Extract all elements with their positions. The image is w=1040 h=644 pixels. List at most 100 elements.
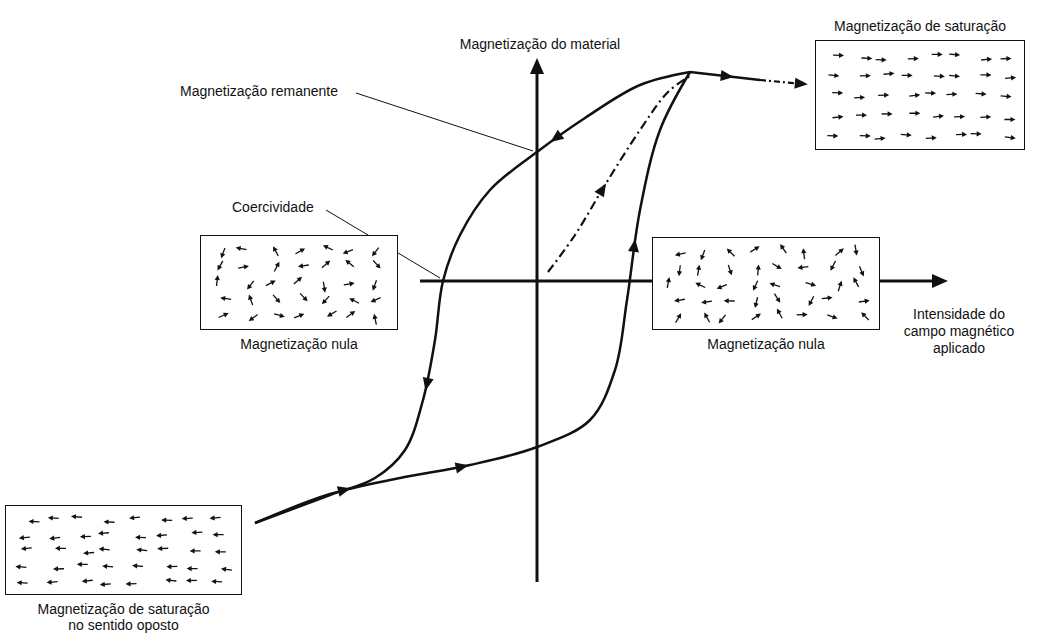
domain-arrow-head (860, 95, 865, 100)
domain-arrow-head (370, 251, 377, 258)
domain-arrow-head (806, 300, 813, 307)
domain-arrow-head (83, 550, 88, 556)
domain-arrow-head (369, 298, 376, 305)
domain-arrow-head (98, 546, 104, 552)
domain-arrow (215, 549, 226, 554)
domain-arrow-head (275, 260, 282, 267)
domain-arrow (372, 313, 379, 325)
domain-arrow (902, 73, 913, 78)
domain-arrow-head (676, 271, 682, 277)
domain-arrow (265, 278, 277, 288)
domain-arrow (132, 563, 143, 569)
domain-arrow (71, 514, 82, 520)
curve-arrowhead (595, 181, 611, 198)
domain-arrow (238, 263, 250, 270)
domain-arrow-head (166, 564, 171, 569)
domain-arrow (165, 577, 177, 583)
domain-arrow (246, 294, 255, 306)
domain-arrow-head (1010, 117, 1015, 122)
domain-arrow-head (322, 287, 328, 293)
domain-arrow (292, 275, 304, 286)
domain-arrow-head (776, 264, 783, 271)
domain-arrow-head (125, 581, 130, 586)
domain-arrow (883, 71, 894, 77)
domain-arrow (1005, 134, 1017, 141)
domain-arrow (769, 281, 781, 289)
domain-frame (652, 237, 880, 330)
domain-arrow-head (15, 564, 20, 570)
domain-arrow-head (676, 312, 683, 319)
domain-arrow-head (853, 250, 859, 256)
domain-arrow (103, 519, 114, 525)
domain-arrow (946, 91, 957, 97)
domain-arrow-head (955, 73, 960, 79)
domain-arrow (971, 131, 982, 137)
domain-arrow (908, 56, 919, 62)
domain-arrow-head (132, 563, 137, 569)
domain-arrow-head (322, 243, 329, 250)
domain-arrow-head (223, 311, 230, 318)
domain-arrow (125, 581, 136, 587)
domain-arrow (876, 57, 887, 63)
domain-arrow (182, 516, 193, 522)
domain-arrow (247, 312, 259, 323)
domain-arrow (16, 580, 27, 586)
domain-arrow (53, 566, 64, 572)
domain-arrow-head (960, 114, 965, 119)
domain-arrow-head (213, 532, 218, 537)
domain-arrow (191, 530, 202, 536)
domain-box: Magnetização de saturação no sentido opo… (5, 505, 242, 633)
domain-arrow (235, 245, 247, 252)
domain-arrow (701, 299, 713, 306)
domain-arrow (751, 280, 760, 292)
domain-box: Magnetização nula (652, 237, 880, 352)
domain-arrow-head (247, 316, 254, 323)
domain-arrow (293, 311, 305, 320)
domain-arrow-head (754, 244, 761, 251)
domain-arrow-head (1006, 94, 1011, 100)
domain-arrow (755, 264, 761, 275)
domain-arrow (298, 292, 309, 304)
domain-arrow (854, 95, 865, 101)
domain-arrow (826, 312, 838, 321)
domain-arrow (832, 90, 843, 96)
domain-arrow (859, 310, 870, 322)
domain-arrow (1004, 117, 1015, 122)
domain-arrow (28, 519, 39, 525)
domain-arrow-head (775, 307, 782, 314)
domain-arrow-head (220, 295, 226, 301)
domain-arrow (674, 297, 686, 304)
domain-arrow (749, 244, 761, 254)
domain-pattern (6, 506, 243, 596)
domain-arrow-head (221, 566, 227, 572)
domain-arrow-head (801, 248, 807, 254)
domain-arrow-head (696, 264, 702, 270)
domain-arrow-head (778, 243, 785, 250)
domain-arrow-head (279, 313, 285, 319)
domain-arrow (836, 280, 844, 292)
domain-pattern (653, 238, 881, 331)
domain-arrow-head (725, 247, 732, 254)
domain-arrow-head (21, 546, 27, 552)
domain-arrow-head (190, 548, 195, 553)
domain-arrow (320, 294, 331, 306)
domain-arrow (695, 264, 702, 276)
domain-arrow-head (245, 284, 252, 291)
domain-arrow-head (211, 579, 216, 584)
domain-arrow-head (674, 252, 680, 258)
domain-arrow (694, 280, 706, 289)
leader-line (356, 93, 533, 151)
domain-arrow (344, 258, 356, 269)
domain-arrow-head (77, 562, 82, 567)
domain-arrow-head (372, 313, 378, 319)
domain-arrow-head (694, 280, 701, 287)
domain-arrow-head (775, 297, 782, 304)
domain-arrow (772, 292, 782, 304)
domain-arrow-head (235, 245, 241, 251)
domain-arrow-head (938, 52, 943, 57)
domain-arrow (981, 56, 992, 62)
domain-arrow (975, 91, 986, 97)
domain-arrow-head (939, 113, 945, 119)
domain-arrow-head (271, 245, 278, 252)
